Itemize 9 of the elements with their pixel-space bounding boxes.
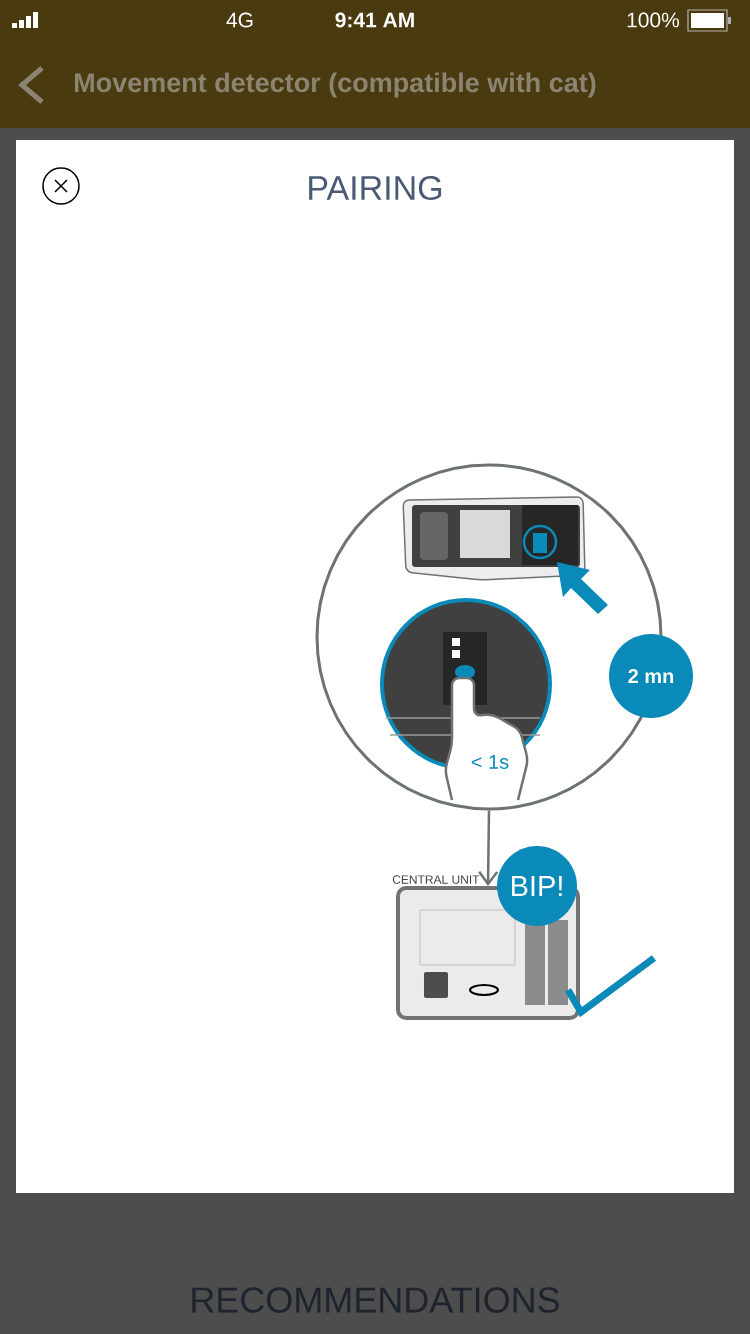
screen-title: Movement detector (compatible with cat) <box>75 72 596 98</box>
arrow <box>478 810 499 886</box>
status-text: 4G <box>226 12 253 28</box>
dialog-title: PAIRING <box>309 176 442 201</box>
beep-badge: BIP! <box>497 846 577 926</box>
duration-badge: 2 mn <box>609 634 693 718</box>
node-label: CENTRAL UNIT <box>392 875 480 884</box>
status-time: 9:41 AM <box>335 12 414 28</box>
status-text: 100% <box>627 12 680 28</box>
